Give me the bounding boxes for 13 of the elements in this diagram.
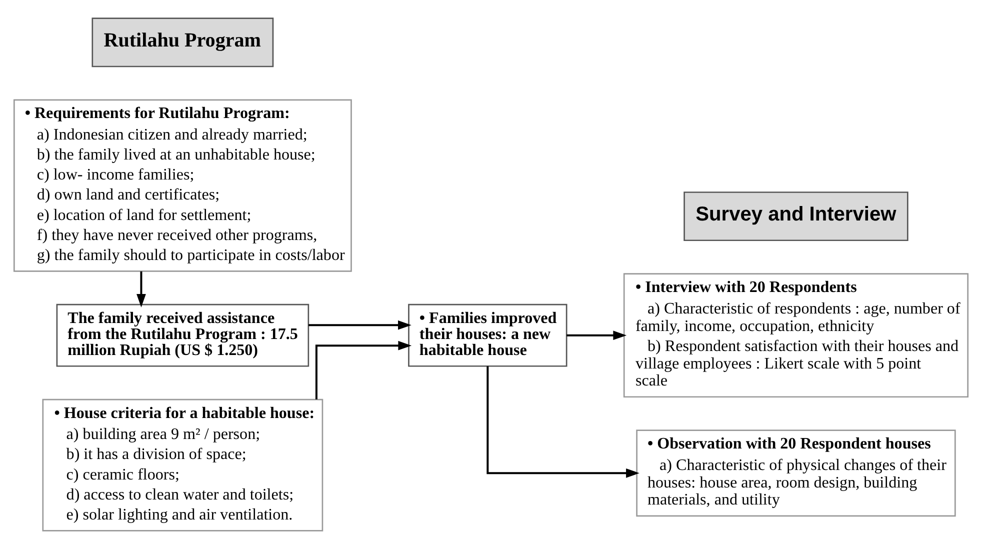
arrow — [136, 271, 146, 308]
node-box: The family received assistance from the Rutilahu Program : 17.5 million Rupiah (US $ 1.250) — [56, 304, 310, 367]
arrow — [315, 340, 412, 400]
arrow — [566, 330, 627, 340]
arrow — [308, 320, 412, 330]
node-box: • Families improved their houses: a new habitable house — [408, 304, 568, 367]
arrow — [486, 366, 640, 478]
node-box: Survey and Interview — [684, 192, 908, 242]
node-box: Rutilahu Program — [92, 18, 274, 68]
node-box: • House criteria for a habitable house: a) building area 9 m² / person; b) it has a division of space; c) ceramic floors; d) access to clean water and toilets; e) solar lighting and air ventilation. — [42, 398, 324, 532]
node-box: • Requirements for Rutilahu Program: a) Indonesian citizen and already married; b) the family lived at an unhabitable house; c) low- income families; d) own land and certificates; e) location of land for settlement; f) they have never received other programs, g) the family should to participate in costs/labor — [13, 99, 352, 272]
node-box: • Interview with 20 Respondents a) Characteristic of respondents : age, number of family, income, occupation, ethnicity b) Respondent satisfaction with their houses and village employees : Likert scale with 5 point scale — [623, 273, 969, 398]
node-box: • Observation with 20 Respondent houses a) Characteristic of physical changes of their houses: house area, room design, building materials, and utility — [636, 430, 956, 517]
